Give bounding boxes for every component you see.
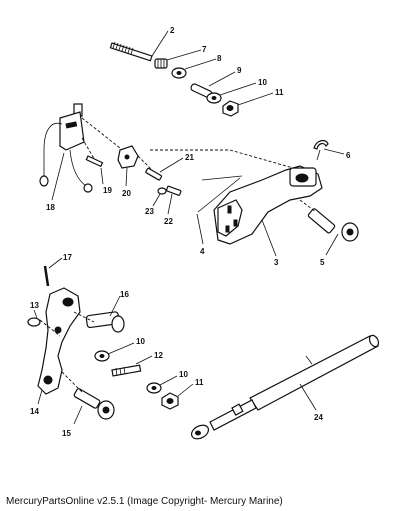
callout-3: 3 xyxy=(274,258,279,267)
callout-11b: 11 xyxy=(195,378,204,387)
part-17-pin[interactable] xyxy=(43,257,63,287)
callout-21: 21 xyxy=(185,153,194,162)
callout-10a: 10 xyxy=(258,78,267,87)
callout-12: 12 xyxy=(154,351,163,360)
callout-labels: 2 7 8 9 10 11 6 21 19 20 18 23 22 4 3 5 … xyxy=(30,26,351,438)
part-8-washer[interactable] xyxy=(171,58,217,79)
part-18-bracket-assembly[interactable] xyxy=(39,103,93,201)
callout-22: 22 xyxy=(164,217,173,226)
callout-20: 20 xyxy=(122,189,131,198)
callout-23: 23 xyxy=(145,207,154,216)
part-11-nut-top[interactable] xyxy=(222,92,274,117)
part-10-washer-left[interactable] xyxy=(94,342,135,362)
part-15-shoulder-bolt[interactable] xyxy=(73,388,115,425)
part-6-cotter-pin[interactable] xyxy=(313,139,345,161)
part-11-nut-lower[interactable] xyxy=(161,383,194,410)
callout-15: 15 xyxy=(62,429,71,438)
callout-13: 13 xyxy=(30,301,39,310)
callout-10b: 10 xyxy=(136,337,145,346)
part-12-stud[interactable] xyxy=(111,355,153,377)
callout-2: 2 xyxy=(170,26,175,35)
copyright-caption: MercuryPartsOnline v2.5.1 (Image Copyrig… xyxy=(6,496,283,507)
callout-5: 5 xyxy=(320,258,325,267)
part-22-screw[interactable] xyxy=(165,185,182,215)
callout-14: 14 xyxy=(30,407,39,416)
callout-8: 8 xyxy=(217,54,222,63)
part-2-stud[interactable] xyxy=(109,30,169,62)
callout-6: 6 xyxy=(346,151,351,160)
part-20-clip[interactable] xyxy=(117,145,139,187)
part-19-screw[interactable] xyxy=(85,155,104,185)
part-4-arrow-line xyxy=(196,213,204,245)
callout-16: 16 xyxy=(120,290,129,299)
callout-10c: 10 xyxy=(179,370,188,379)
callout-9: 9 xyxy=(237,66,242,75)
callout-18: 18 xyxy=(46,203,55,212)
callout-7: 7 xyxy=(202,45,207,54)
part-10-washer-top[interactable] xyxy=(206,82,257,104)
callout-24: 24 xyxy=(314,413,323,422)
callout-19: 19 xyxy=(103,186,112,195)
part-14-link[interactable] xyxy=(37,287,81,405)
callout-17: 17 xyxy=(63,253,72,262)
part-7-spring[interactable] xyxy=(154,49,202,69)
part-21-screw[interactable] xyxy=(145,157,184,181)
part-13-clip[interactable] xyxy=(27,309,41,327)
part-24-shaft[interactable] xyxy=(189,334,380,442)
part-5-shoulder-bolt[interactable] xyxy=(307,208,359,256)
part-23-washer[interactable] xyxy=(152,187,167,207)
callout-4: 4 xyxy=(200,247,205,256)
callout-11a: 11 xyxy=(275,88,284,97)
part-16-pin[interactable] xyxy=(85,295,125,333)
part-10-washer-lower[interactable] xyxy=(146,375,178,394)
part-3-throttle-lever[interactable] xyxy=(213,165,323,257)
